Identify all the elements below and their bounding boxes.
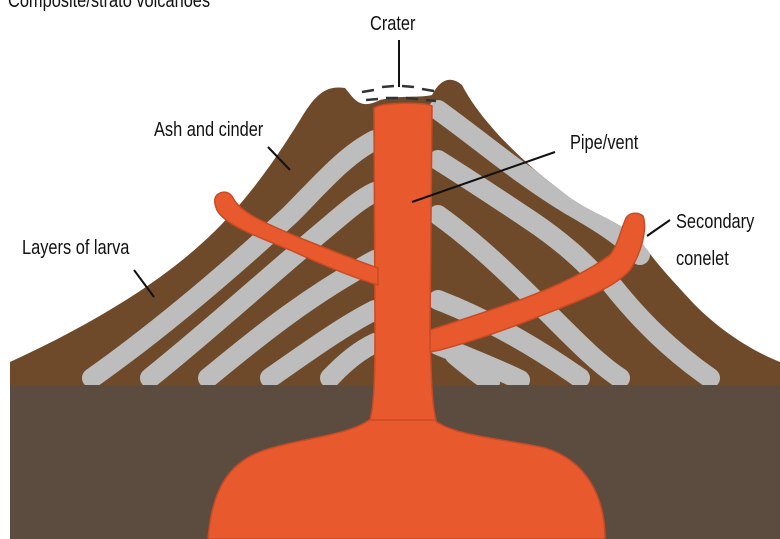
main-pipe bbox=[370, 103, 436, 420]
conelet-leader bbox=[647, 220, 670, 236]
pipe-vent-label: Pipe/vent bbox=[570, 130, 638, 153]
diagram-title: Composite/strato volcanoes bbox=[8, 0, 210, 11]
ash-cinder-label: Ash and cinder bbox=[154, 117, 263, 140]
secondary-label: Secondary bbox=[676, 209, 755, 232]
layers-of-larva-label: Layers of larva bbox=[22, 235, 130, 258]
conelet-label: conelet bbox=[676, 246, 729, 269]
crater-label: Crater bbox=[370, 11, 416, 34]
